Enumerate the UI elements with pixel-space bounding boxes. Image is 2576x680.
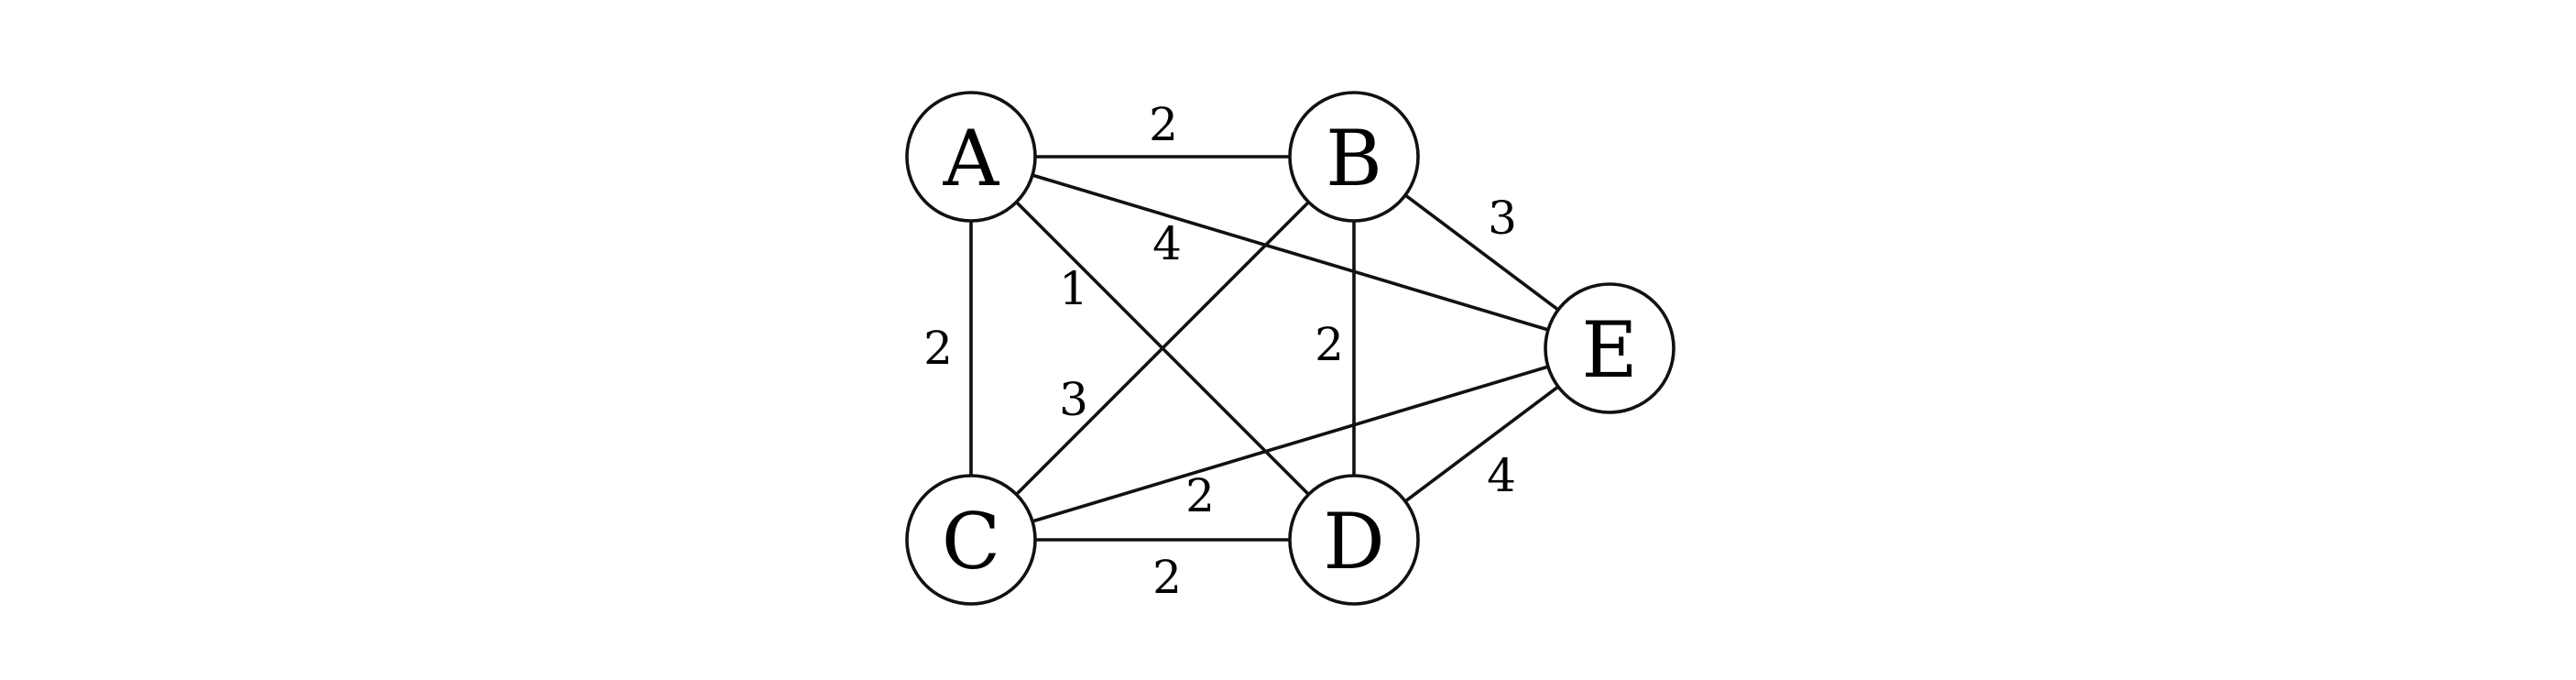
edge-weight-a-e: 4 <box>1152 217 1182 270</box>
edge-weight-b-c: 3 <box>1059 373 1088 426</box>
node-a: A <box>905 91 1037 223</box>
node-b: B <box>1288 91 1420 223</box>
edge-a-e <box>1031 173 1549 332</box>
edges-layer <box>969 155 1560 542</box>
edge-weight-a-b: 2 <box>1149 98 1178 151</box>
edge-d-e <box>1403 385 1560 503</box>
edge-b-c <box>1015 201 1310 496</box>
edge-b-e <box>1403 193 1560 312</box>
node-label: E <box>1581 305 1637 395</box>
node-c: C <box>905 474 1037 606</box>
node-d: D <box>1288 474 1420 606</box>
node-circle <box>1544 282 1675 414</box>
node-label: D <box>1323 497 1384 587</box>
edge-weight-a-c: 2 <box>923 322 953 375</box>
edge-weight-b-e: 3 <box>1488 192 1517 245</box>
node-circle <box>1288 91 1420 223</box>
nodes-layer: A B C D E <box>905 91 1675 606</box>
node-label: C <box>942 497 1000 587</box>
edge-weight-c-e: 2 <box>1185 469 1215 522</box>
edge-weight-c-d: 2 <box>1152 551 1182 604</box>
node-label: A <box>943 114 1000 203</box>
node-label: B <box>1326 114 1382 203</box>
node-circle <box>905 91 1037 223</box>
edge-c-e <box>1031 365 1549 523</box>
node-circle <box>905 474 1037 606</box>
edge-weight-b-d: 2 <box>1315 318 1344 371</box>
edge-weight-a-d: 1 <box>1059 262 1088 315</box>
node-circle <box>1288 474 1420 606</box>
edge-weight-d-e: 4 <box>1487 449 1516 502</box>
node-e: E <box>1544 282 1675 414</box>
